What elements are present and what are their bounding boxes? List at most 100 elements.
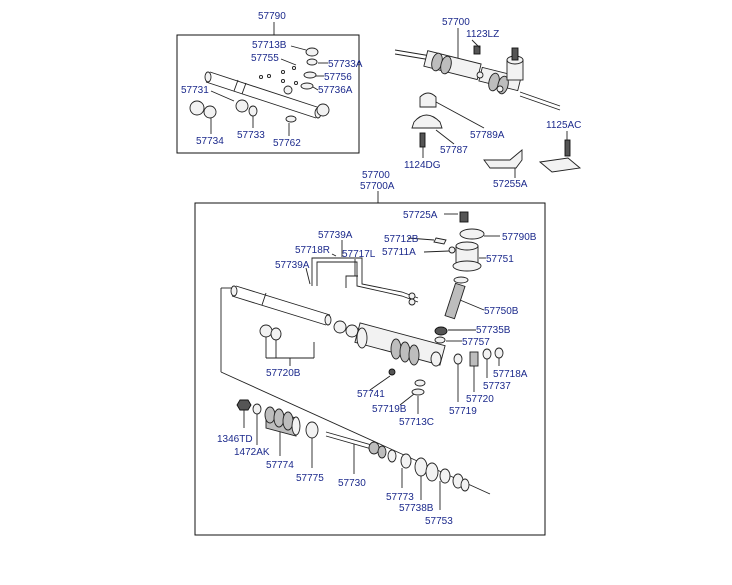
label-1124DG[interactable]: 1124DG xyxy=(404,160,441,171)
label-57737[interactable]: 57737 xyxy=(483,381,511,392)
ring-57734 xyxy=(203,105,217,119)
bolt-57741 xyxy=(388,368,396,376)
seal-57756 xyxy=(303,71,317,79)
label-57731[interactable]: 57731 xyxy=(181,85,209,96)
label-57789A[interactable]: 57789A xyxy=(470,130,505,141)
upper-assembly-group: 57700 1123LZ 57789A xyxy=(394,17,582,190)
bolt-1124DG xyxy=(419,132,426,148)
seal-57762 xyxy=(285,115,297,123)
pinion-57750B xyxy=(444,276,485,320)
label-1346TD[interactable]: 1346TD xyxy=(217,434,253,445)
label-57700-top[interactable]: 57700 xyxy=(442,17,470,28)
label-57756[interactable]: 57756 xyxy=(324,72,352,83)
rack-57730 xyxy=(325,431,387,459)
label-57734[interactable]: 57734 xyxy=(196,136,224,147)
label-57753[interactable]: 57753 xyxy=(425,516,453,527)
seal-57713C xyxy=(411,388,425,396)
upper-rack-housing xyxy=(394,47,561,111)
label-57736A[interactable]: 57736A xyxy=(318,85,353,96)
kit-box-frame xyxy=(176,34,360,154)
label-57725A[interactable]: 57725A xyxy=(403,210,438,221)
ring-57773 xyxy=(400,453,412,469)
label-1123LZ[interactable]: 1123LZ xyxy=(466,29,499,40)
part-57711A xyxy=(448,246,456,254)
ring-57720B-b xyxy=(270,327,282,341)
ring-57731-a xyxy=(189,100,205,116)
seal-57736A xyxy=(300,82,314,90)
label-1125AC[interactable]: 1125AC xyxy=(546,120,581,131)
seal-dots-57755 xyxy=(258,65,299,86)
nut-1346TD xyxy=(236,399,252,411)
part-57712B xyxy=(433,237,447,245)
label-57741[interactable]: 57741 xyxy=(357,389,385,400)
seal-57756-b xyxy=(283,85,293,95)
label-57719[interactable]: 57719 xyxy=(449,406,477,417)
label-57719B[interactable]: 57719B xyxy=(372,404,407,415)
seal-57713B xyxy=(305,47,319,57)
label-57712B[interactable]: 57712B xyxy=(384,234,419,245)
seal-57757 xyxy=(434,336,446,344)
main-box-frame xyxy=(194,202,546,536)
seal-kit-group: 57790 xyxy=(176,11,363,154)
label-57755[interactable]: 57755 xyxy=(251,53,279,64)
label-57718R[interactable]: 57718R xyxy=(295,245,330,256)
seal-57718A xyxy=(494,347,504,359)
label-57774[interactable]: 57774 xyxy=(266,460,294,471)
mount-57789A xyxy=(419,92,437,108)
seal-57733A xyxy=(306,58,318,66)
label-1472AK[interactable]: 1472AK xyxy=(234,447,270,458)
seal-57719B xyxy=(414,379,426,387)
label-57739A-left[interactable]: 57739A xyxy=(275,260,310,271)
seal-57735B xyxy=(434,326,448,336)
ring-57733 xyxy=(248,105,258,117)
label-57762[interactable]: 57762 xyxy=(273,138,301,149)
label-57790B[interactable]: 57790B xyxy=(502,232,537,243)
label-57773[interactable]: 57773 xyxy=(386,492,414,503)
kit-rack-tube xyxy=(204,71,322,119)
spring-57720 xyxy=(469,351,479,367)
label-57735B[interactable]: 57735B xyxy=(476,325,511,336)
label-57711A[interactable]: 57711A xyxy=(382,247,416,258)
clamp-57775 xyxy=(305,421,319,439)
rack-tube xyxy=(230,285,332,326)
main-assembly-group: 57700 57700A 57725A 57790B 57712B 57711A… xyxy=(194,170,546,536)
label-57733A[interactable]: 57733A xyxy=(328,59,363,70)
label-57718A[interactable]: 57718A xyxy=(493,369,528,380)
bolt-1125AC xyxy=(564,139,571,157)
label-57255A[interactable]: 57255A xyxy=(493,179,528,190)
main-rack-housing xyxy=(333,320,446,367)
bolt-57725A xyxy=(459,211,469,223)
label-57775[interactable]: 57775 xyxy=(296,473,324,484)
ring-57720B-a xyxy=(259,324,273,338)
ring-57773-a xyxy=(387,449,397,463)
label-57713C[interactable]: 57713C xyxy=(399,417,434,428)
label-57730[interactable]: 57730 xyxy=(338,478,366,489)
bolt-1123LZ xyxy=(473,45,481,55)
label-57790[interactable]: 57790 xyxy=(258,11,286,22)
label-57751[interactable]: 57751 xyxy=(486,254,514,265)
nut-1472AK xyxy=(252,403,262,415)
label-57787[interactable]: 57787 xyxy=(440,145,468,156)
label-57713B[interactable]: 57713B xyxy=(252,40,287,51)
label-57720[interactable]: 57720 xyxy=(466,394,494,405)
label-57733[interactable]: 57733 xyxy=(237,130,265,141)
label-57738B[interactable]: 57738B xyxy=(399,503,434,514)
seal-57719 xyxy=(453,353,463,365)
seal-57753 xyxy=(439,468,470,492)
ring-57731-b xyxy=(235,99,249,113)
plate-57255A-b xyxy=(538,157,582,173)
label-57700A[interactable]: 57700A xyxy=(360,181,395,192)
boot-57774 xyxy=(264,406,301,437)
plate-57255A-a xyxy=(483,149,523,169)
clamp-57787 xyxy=(411,114,443,129)
label-57700-main[interactable]: 57700 xyxy=(362,170,390,181)
bushing-57738B xyxy=(414,457,439,482)
label-57757[interactable]: 57757 xyxy=(462,337,490,348)
label-57717L[interactable]: 57717L xyxy=(342,249,376,260)
label-57739A-top[interactable]: 57739A xyxy=(318,230,353,241)
label-57720B[interactable]: 57720B xyxy=(266,368,301,379)
label-57750B[interactable]: 57750B xyxy=(484,306,519,317)
pipes-57717L-57718R xyxy=(311,257,419,306)
